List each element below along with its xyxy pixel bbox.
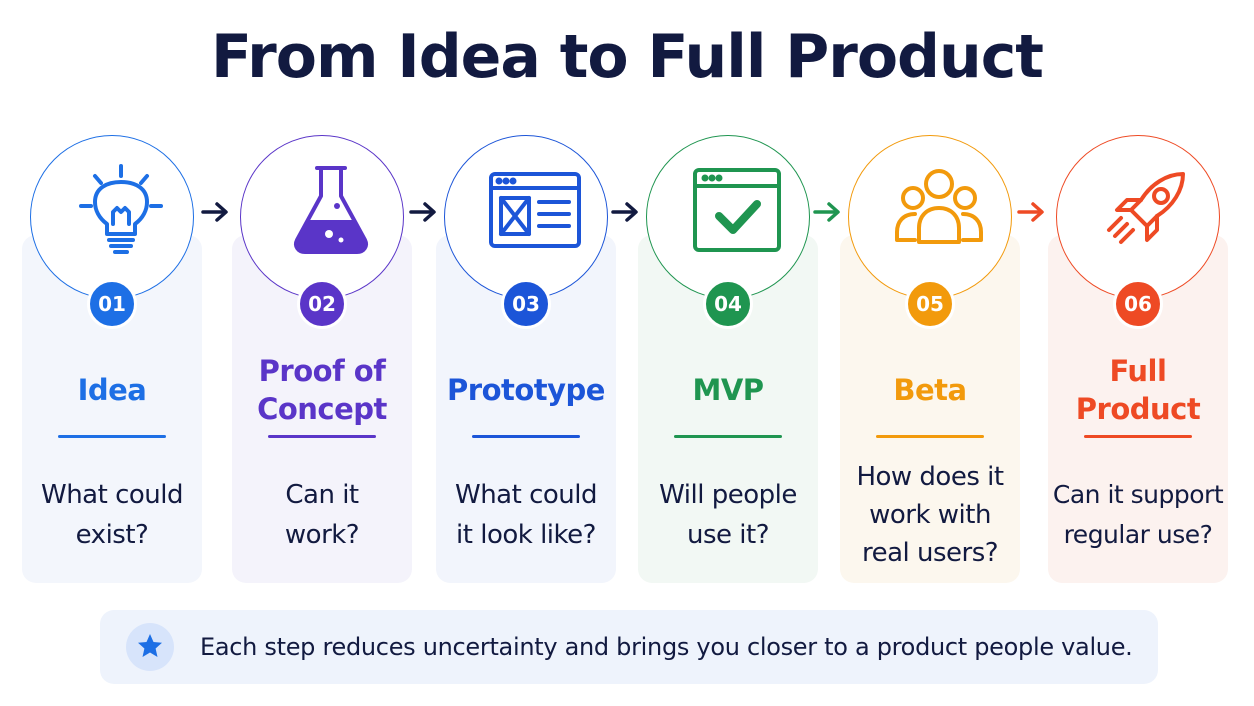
users-icon [891, 162, 987, 258]
step-mvp: 04 MVP Will people use it? [638, 135, 818, 585]
arrow-right-icon [812, 201, 842, 223]
step-number-badge: 06 [1113, 279, 1163, 329]
divider [674, 435, 782, 438]
divider [876, 435, 984, 438]
arrow-right-icon [408, 201, 438, 223]
step-question: What could it look like? [455, 480, 598, 550]
lightbulb-icon [73, 162, 169, 258]
step-label: Prototype [447, 373, 605, 407]
footer-callout: Each step reduces uncertainty and brings… [100, 610, 1158, 684]
step-beta: 05 Beta How does it work with real users… [840, 135, 1020, 585]
step-circle [646, 135, 810, 299]
step-number-badge: 04 [703, 279, 753, 329]
step-number-badge: 03 [501, 279, 551, 329]
step-circle [444, 135, 608, 299]
footer-text: Each step reduces uncertainty and brings… [200, 633, 1133, 661]
step-label: Beta [893, 373, 967, 407]
step-circle [1056, 135, 1220, 299]
star-icon [126, 623, 174, 671]
wireframe-icon [487, 162, 583, 258]
step-number-badge: 05 [905, 279, 955, 329]
page-title: From Idea to Full Product [211, 22, 1044, 92]
divider [268, 435, 376, 438]
flask-icon [283, 162, 379, 258]
step-number-badge: 01 [87, 279, 137, 329]
step-circle [30, 135, 194, 299]
step-question: Can it work? [284, 480, 360, 550]
step-circle [848, 135, 1012, 299]
step-circle [240, 135, 404, 299]
arrow-right-icon [1016, 201, 1046, 223]
step-idea: 01 Idea What could exist? [22, 135, 202, 585]
step-question: How does it work with real users? [856, 462, 1004, 568]
arrow-right-icon [200, 201, 230, 223]
arrow-right-icon [610, 201, 640, 223]
step-label: Idea [77, 373, 147, 407]
step-label: Full Product [1075, 354, 1201, 426]
step-proof-of-concept: 02 Proof of Concept Can it work? [232, 135, 412, 585]
divider [58, 435, 166, 438]
step-label: Proof of Concept [257, 354, 387, 426]
rocket-icon [1099, 162, 1195, 258]
step-prototype: 03 Prototype What could it look like? [436, 135, 616, 585]
step-label: MVP [692, 373, 764, 407]
step-full-product: 06 Full Product Can it support regular u… [1048, 135, 1228, 585]
step-question: Will people use it? [659, 480, 797, 550]
step-question: Can it support regular use? [1052, 480, 1224, 549]
checkmark-window-icon [689, 162, 785, 258]
step-question: What could exist? [41, 480, 184, 550]
step-number-badge: 02 [297, 279, 347, 329]
divider [472, 435, 580, 438]
divider [1084, 435, 1192, 438]
